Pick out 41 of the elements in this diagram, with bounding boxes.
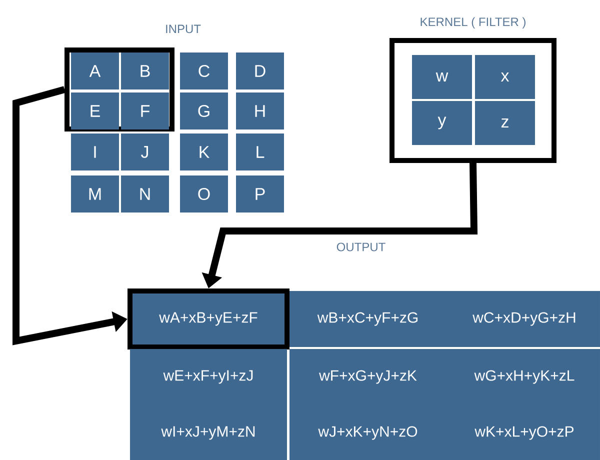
output-cell: wB+xC+yF+zG: [290, 291, 446, 347]
output-cell: wG+xH+yK+zL: [446, 348, 600, 405]
node-label: wJ+xK+yN+zO: [318, 426, 418, 440]
output-cell: wC+xD+yG+zH: [446, 291, 600, 347]
output-cell: wE+xF+yI+zJ: [130, 348, 287, 405]
input-cell: G: [180, 92, 228, 130]
input-cell: L: [236, 134, 284, 170]
input-cell: P: [236, 176, 284, 212]
input-cell: F: [121, 92, 169, 130]
output-cell: wJ+xK+yN+zO: [290, 404, 446, 460]
node-label: wF+xG+yJ+zK: [319, 370, 417, 384]
kernel-cell: w: [412, 55, 472, 99]
kernel-cell: z: [475, 101, 535, 145]
output-cell: wA+xB+yE+zF: [128, 288, 290, 350]
input-cell: D: [236, 52, 284, 90]
output-cell: wK+xL+yO+zP: [446, 404, 600, 460]
input-cell: J: [121, 134, 169, 170]
node-label: wG+xH+yK+zL: [474, 370, 574, 384]
input-cell: O: [180, 176, 228, 212]
input-cell: H: [236, 92, 284, 130]
node-label: KERNEL ( FILTER ): [420, 17, 526, 28]
section-label: INPUT: [166, 24, 201, 34]
input-cell: I: [71, 134, 119, 170]
input-cell: M: [71, 176, 119, 212]
node-label: wK+xL+yO+zP: [474, 426, 574, 440]
node-label: wB+xC+yF+zG: [317, 312, 418, 326]
output-cell: wI+xJ+yM+zN: [130, 404, 287, 460]
input-cell: C: [180, 52, 228, 90]
kernel-cell: y: [412, 101, 472, 145]
input-cell: E: [71, 92, 119, 130]
input-cell: N: [121, 176, 169, 212]
node-label: wI+xJ+yM+zN: [161, 426, 255, 440]
section-label: OUTPUT: [336, 242, 386, 252]
output-cell: wF+xG+yJ+zK: [290, 348, 446, 405]
node-label: wC+xD+yG+zH: [472, 312, 576, 326]
input-cell: B: [121, 52, 169, 90]
node-label: wE+xF+yI+zJ: [163, 370, 253, 384]
input-cell: K: [180, 134, 228, 170]
input-cell: A: [71, 52, 119, 90]
window-frame: [64, 48, 174, 132]
kernel-cell: x: [475, 55, 535, 99]
